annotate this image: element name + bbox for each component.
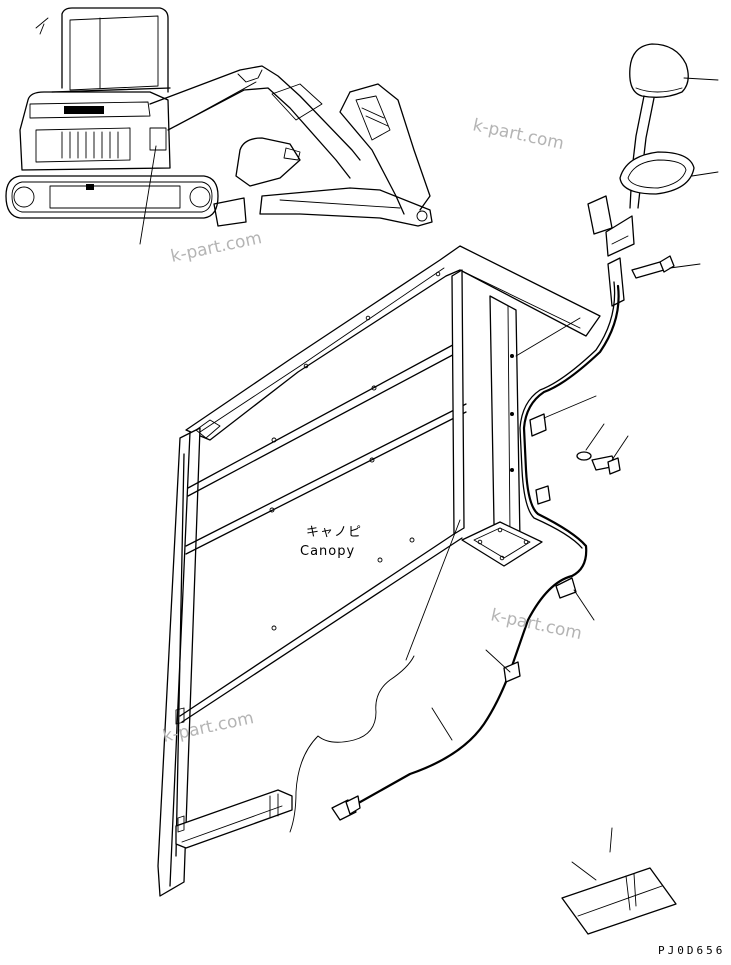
watermark: k-part.com [169,228,264,267]
canopy-label-jp: キャノピ [306,525,362,540]
canopy-label-en: Canopy [300,544,355,559]
watermark: k-part.com [489,605,584,644]
warning-decal [561,827,677,935]
beacon-lamp-assembly [289,43,719,833]
excavator-location-sketch [5,7,433,245]
watermark: k-part.com [471,115,566,154]
drawing-code: PJ0D656 [658,944,725,957]
canopy-frame [157,245,601,897]
